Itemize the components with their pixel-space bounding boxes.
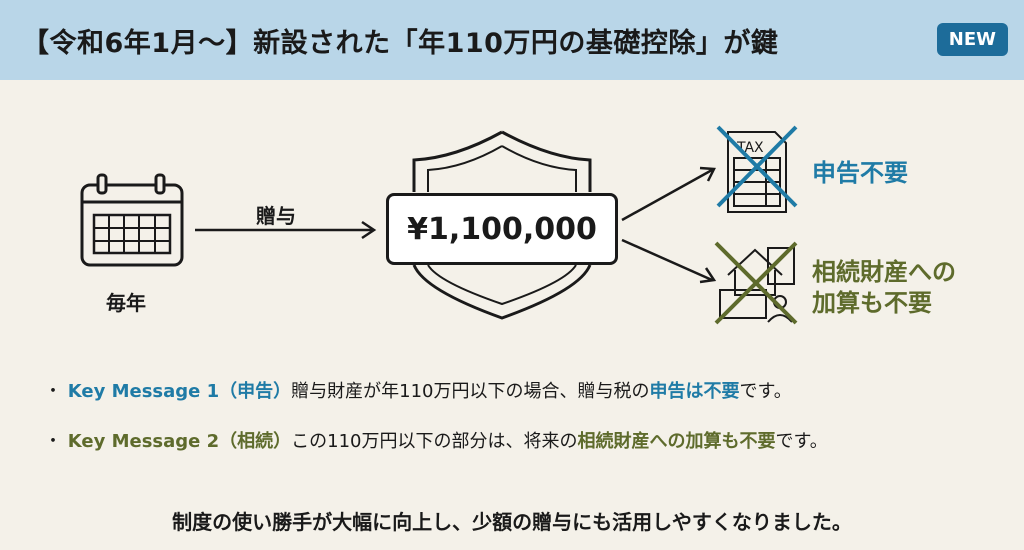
- key-message-title: Key Message 2（相続）: [67, 431, 292, 452]
- key-message-2: ・ Key Message 2（相続）この110万円以下の部分は、将来の相続財産…: [44, 427, 828, 453]
- key-message-title: Key Message 1（申告）: [67, 381, 292, 402]
- tax-form-icon: TAX: [716, 125, 798, 213]
- page-title: 【令和6年1月〜】新設された「年110万円の基礎控除」が鍵: [22, 27, 779, 59]
- message-text: この110万円以下の部分は、将来の: [291, 431, 578, 452]
- footer-summary: 制度の使い勝手が大幅に向上し、少額の贈与にも活用しやすくなりました。: [172, 510, 852, 534]
- message-text-end: です。: [775, 431, 828, 452]
- new-badge: NEW: [936, 23, 1008, 56]
- arrows-to-outcomes: [621, 166, 717, 284]
- message-text: 贈与財産が年110万円以下の場合、贈与税の: [291, 381, 650, 402]
- arrow-to-amount: [195, 220, 377, 240]
- bullet: ・: [44, 381, 62, 402]
- outcome-no-inheritance-addition: 相続財産への 加算も不要: [812, 257, 956, 319]
- calendar-label: 毎年: [106, 291, 146, 315]
- amount-box: ¥1,100,000: [386, 193, 618, 265]
- outcome-no-filing: 申告不要: [812, 159, 908, 187]
- outcome2-line1: 相続財産への: [812, 258, 956, 286]
- message-highlight: 申告は不要: [649, 381, 740, 402]
- calendar-icon: [80, 173, 184, 267]
- property-icon: [714, 241, 798, 325]
- message-text-end: です。: [739, 381, 792, 402]
- diagram-graphics: TAX: [80, 125, 798, 325]
- key-message-1: ・ Key Message 1（申告）贈与財産が年110万円以下の場合、贈与税の…: [44, 377, 792, 403]
- arrow-label: 贈与: [256, 204, 296, 228]
- bullet: ・: [44, 431, 62, 452]
- message-highlight: 相続財産への加算も不要: [577, 431, 776, 452]
- shield-icon: [412, 130, 592, 320]
- header-banner: 【令和6年1月〜】新設された「年110万円の基礎控除」が鍵 NEW: [0, 0, 1024, 80]
- outcome2-line2: 加算も不要: [812, 289, 932, 317]
